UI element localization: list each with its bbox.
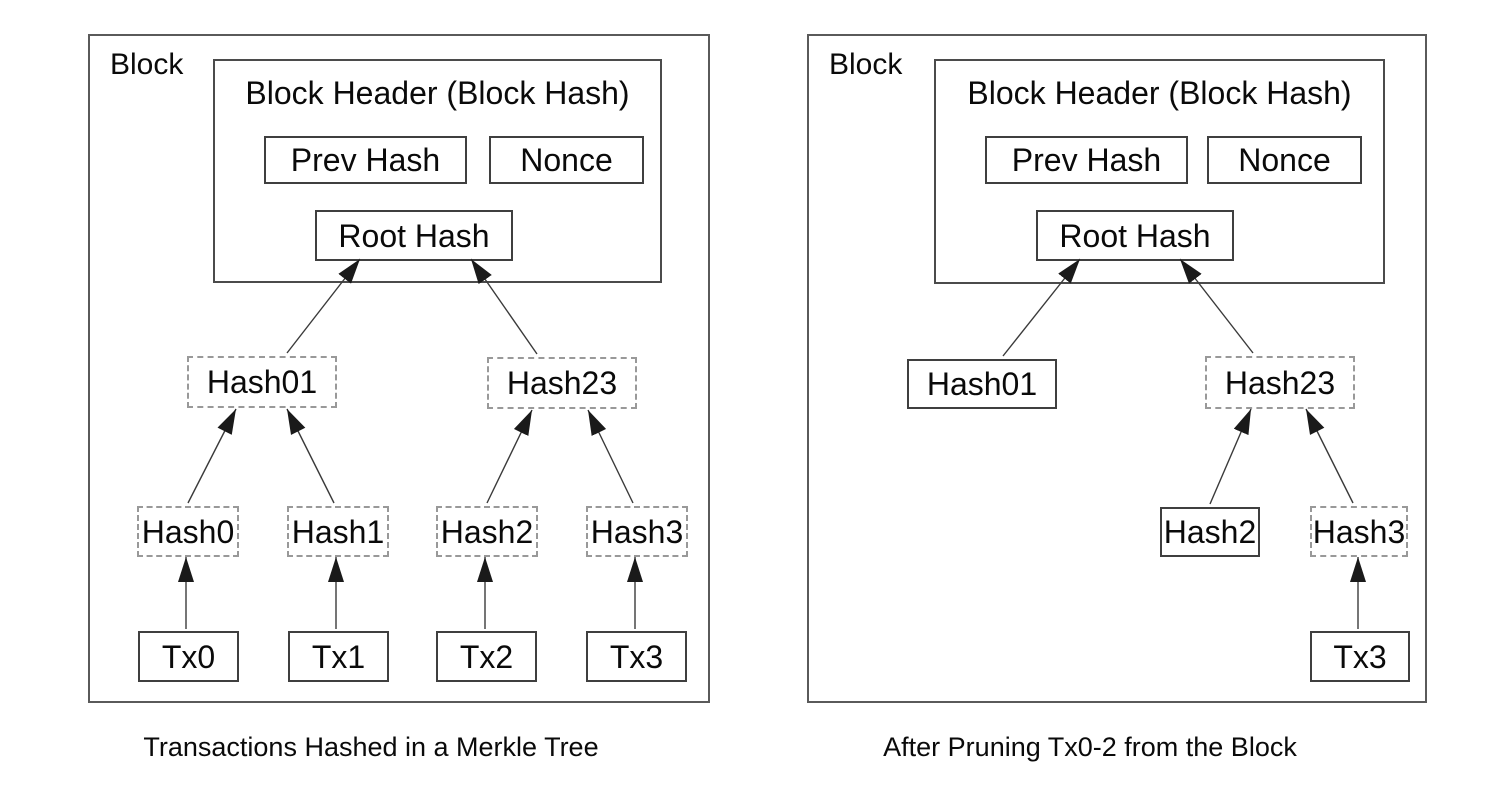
right-hash01-box: Hash01 [907, 359, 1057, 409]
left-block-header-box: Block Header (Block Hash) Prev Hash Nonc… [213, 59, 662, 283]
right-hash3-box: Hash3 [1310, 506, 1408, 557]
right-block-label: Block [829, 48, 903, 81]
left-prev-hash-box: Prev Hash [264, 136, 467, 184]
left-tx1-box: Tx1 [288, 631, 389, 682]
right-tx3-box: Tx3 [1310, 631, 1410, 682]
left-tx3-box: Tx3 [586, 631, 687, 682]
right-block-container: Block Block Header (Block Hash) Prev Has… [807, 34, 1427, 703]
right-prev-hash-box: Prev Hash [985, 136, 1188, 184]
right-root-hash-box: Root Hash [1036, 210, 1234, 261]
right-block-header-title: Block Header (Block Hash) [967, 75, 1352, 111]
left-tx0-box: Tx0 [138, 631, 239, 682]
left-hash3-box: Hash3 [586, 506, 688, 557]
left-caption: Transactions Hashed in a Merkle Tree [143, 732, 599, 762]
left-block-header-title: Block Header (Block Hash) [245, 75, 630, 111]
right-nonce-box: Nonce [1207, 136, 1362, 184]
left-block-label: Block [110, 48, 184, 81]
left-hash01-box: Hash01 [187, 356, 337, 408]
right-hash23-box: Hash23 [1205, 356, 1355, 409]
right-hash2-box: Hash2 [1160, 507, 1260, 557]
left-block-container: Block Block Header (Block Hash) Prev Has… [88, 34, 710, 703]
left-hash2-box: Hash2 [436, 506, 538, 557]
left-tx2-box: Tx2 [436, 631, 537, 682]
left-hash1-box: Hash1 [287, 506, 389, 557]
right-caption: After Pruning Tx0-2 from the Block [883, 732, 1297, 762]
left-root-hash-box: Root Hash [315, 210, 513, 261]
left-hash0-box: Hash0 [137, 506, 239, 557]
left-nonce-box: Nonce [489, 136, 644, 184]
right-block-header-box: Block Header (Block Hash) Prev Hash Nonc… [934, 59, 1385, 284]
left-hash23-box: Hash23 [487, 357, 637, 409]
